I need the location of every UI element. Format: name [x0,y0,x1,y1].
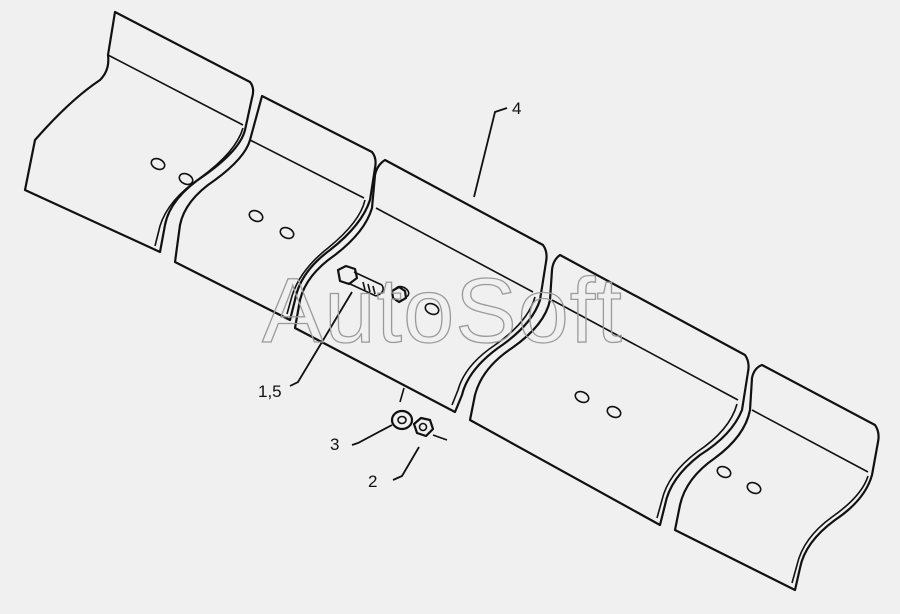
bolt-slot [178,172,194,186]
hex-nut [412,416,435,438]
leader-line-4 [473,107,508,198]
bolt-slot [716,465,732,479]
leader-line-1-5 [289,291,353,387]
leader-line-3 [351,424,393,446]
callout-1-5: 1,5 [258,382,282,401]
blade-segment-5 [673,363,880,592]
watermark: AutoSoft [262,260,623,362]
washer [390,409,414,431]
bolt-slot [248,209,264,223]
bolt-slot [424,302,440,316]
bolt-axis-line [432,434,448,441]
bolt-slot [606,405,622,419]
blade-segment-1 [23,10,255,254]
blade-segment-4 [468,253,750,527]
bolt-slot [150,157,166,171]
bolt-axis-line [399,387,405,403]
bolt-nut [390,285,408,304]
bolt-slot [574,390,590,404]
bolt-slot [279,226,295,240]
bolt-slot [746,481,762,495]
callout-4: 4 [512,99,521,118]
hex-bolt [336,264,384,297]
callout-3: 3 [330,435,339,454]
blade-segment-2 [173,94,377,322]
leader-line-2 [392,446,420,481]
callout-2: 2 [368,472,377,491]
